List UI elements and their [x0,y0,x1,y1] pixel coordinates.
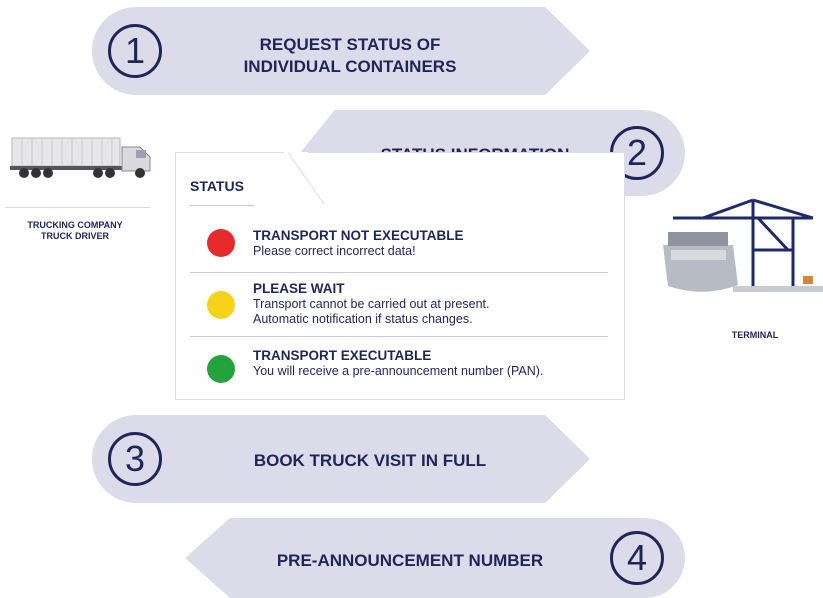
status-description: Automatic notification if status changes… [253,312,473,326]
status-panel [175,152,625,400]
step-3-arrow [92,415,590,503]
panel-callout-notch [280,152,328,208]
status-divider [190,272,608,273]
container-crane-icon [663,198,823,292]
status-title-underline [190,205,254,206]
trucking-company-label: TRUCKING COMPANY TRUCK DRIVER [0,220,150,242]
step-4-number: 4 [610,531,664,585]
trucking-company-line: TRUCKING COMPANY [27,220,123,230]
status-heading: TRANSPORT EXECUTABLE [253,348,432,363]
status-heading: TRANSPORT NOT EXECUTABLE [253,228,464,243]
step-1-arrow [92,7,590,95]
truck-divider [5,207,150,208]
step-1-number: 1 [108,24,162,78]
step-1-label: REQUEST STATUS OF INDIVIDUAL CONTAINERS [243,35,457,76]
step-4-arrow [185,518,685,598]
status-panel-title: STATUS [190,178,244,194]
truck-driver-line: TRUCK DRIVER [40,231,109,241]
status-heading: PLEASE WAIT [253,281,345,296]
status-dot-yellow [207,291,235,319]
status-dot-green [207,355,235,383]
truck-icon [10,137,151,178]
step-3-number: 3 [108,432,162,486]
status-dot-red [207,229,235,257]
status-description: Transport cannot be carried out at prese… [253,297,490,311]
terminal-label: TERMINAL [731,330,779,340]
step-4-label: PRE-ANNOUNCEMENT NUMBER [276,551,544,570]
step-3-label: BOOK TRUCK VISIT IN FULL [253,451,487,470]
status-description: Please correct incorrect data! [253,244,416,258]
status-description: You will receive a pre-announcement numb… [253,364,544,378]
status-divider [190,336,608,337]
